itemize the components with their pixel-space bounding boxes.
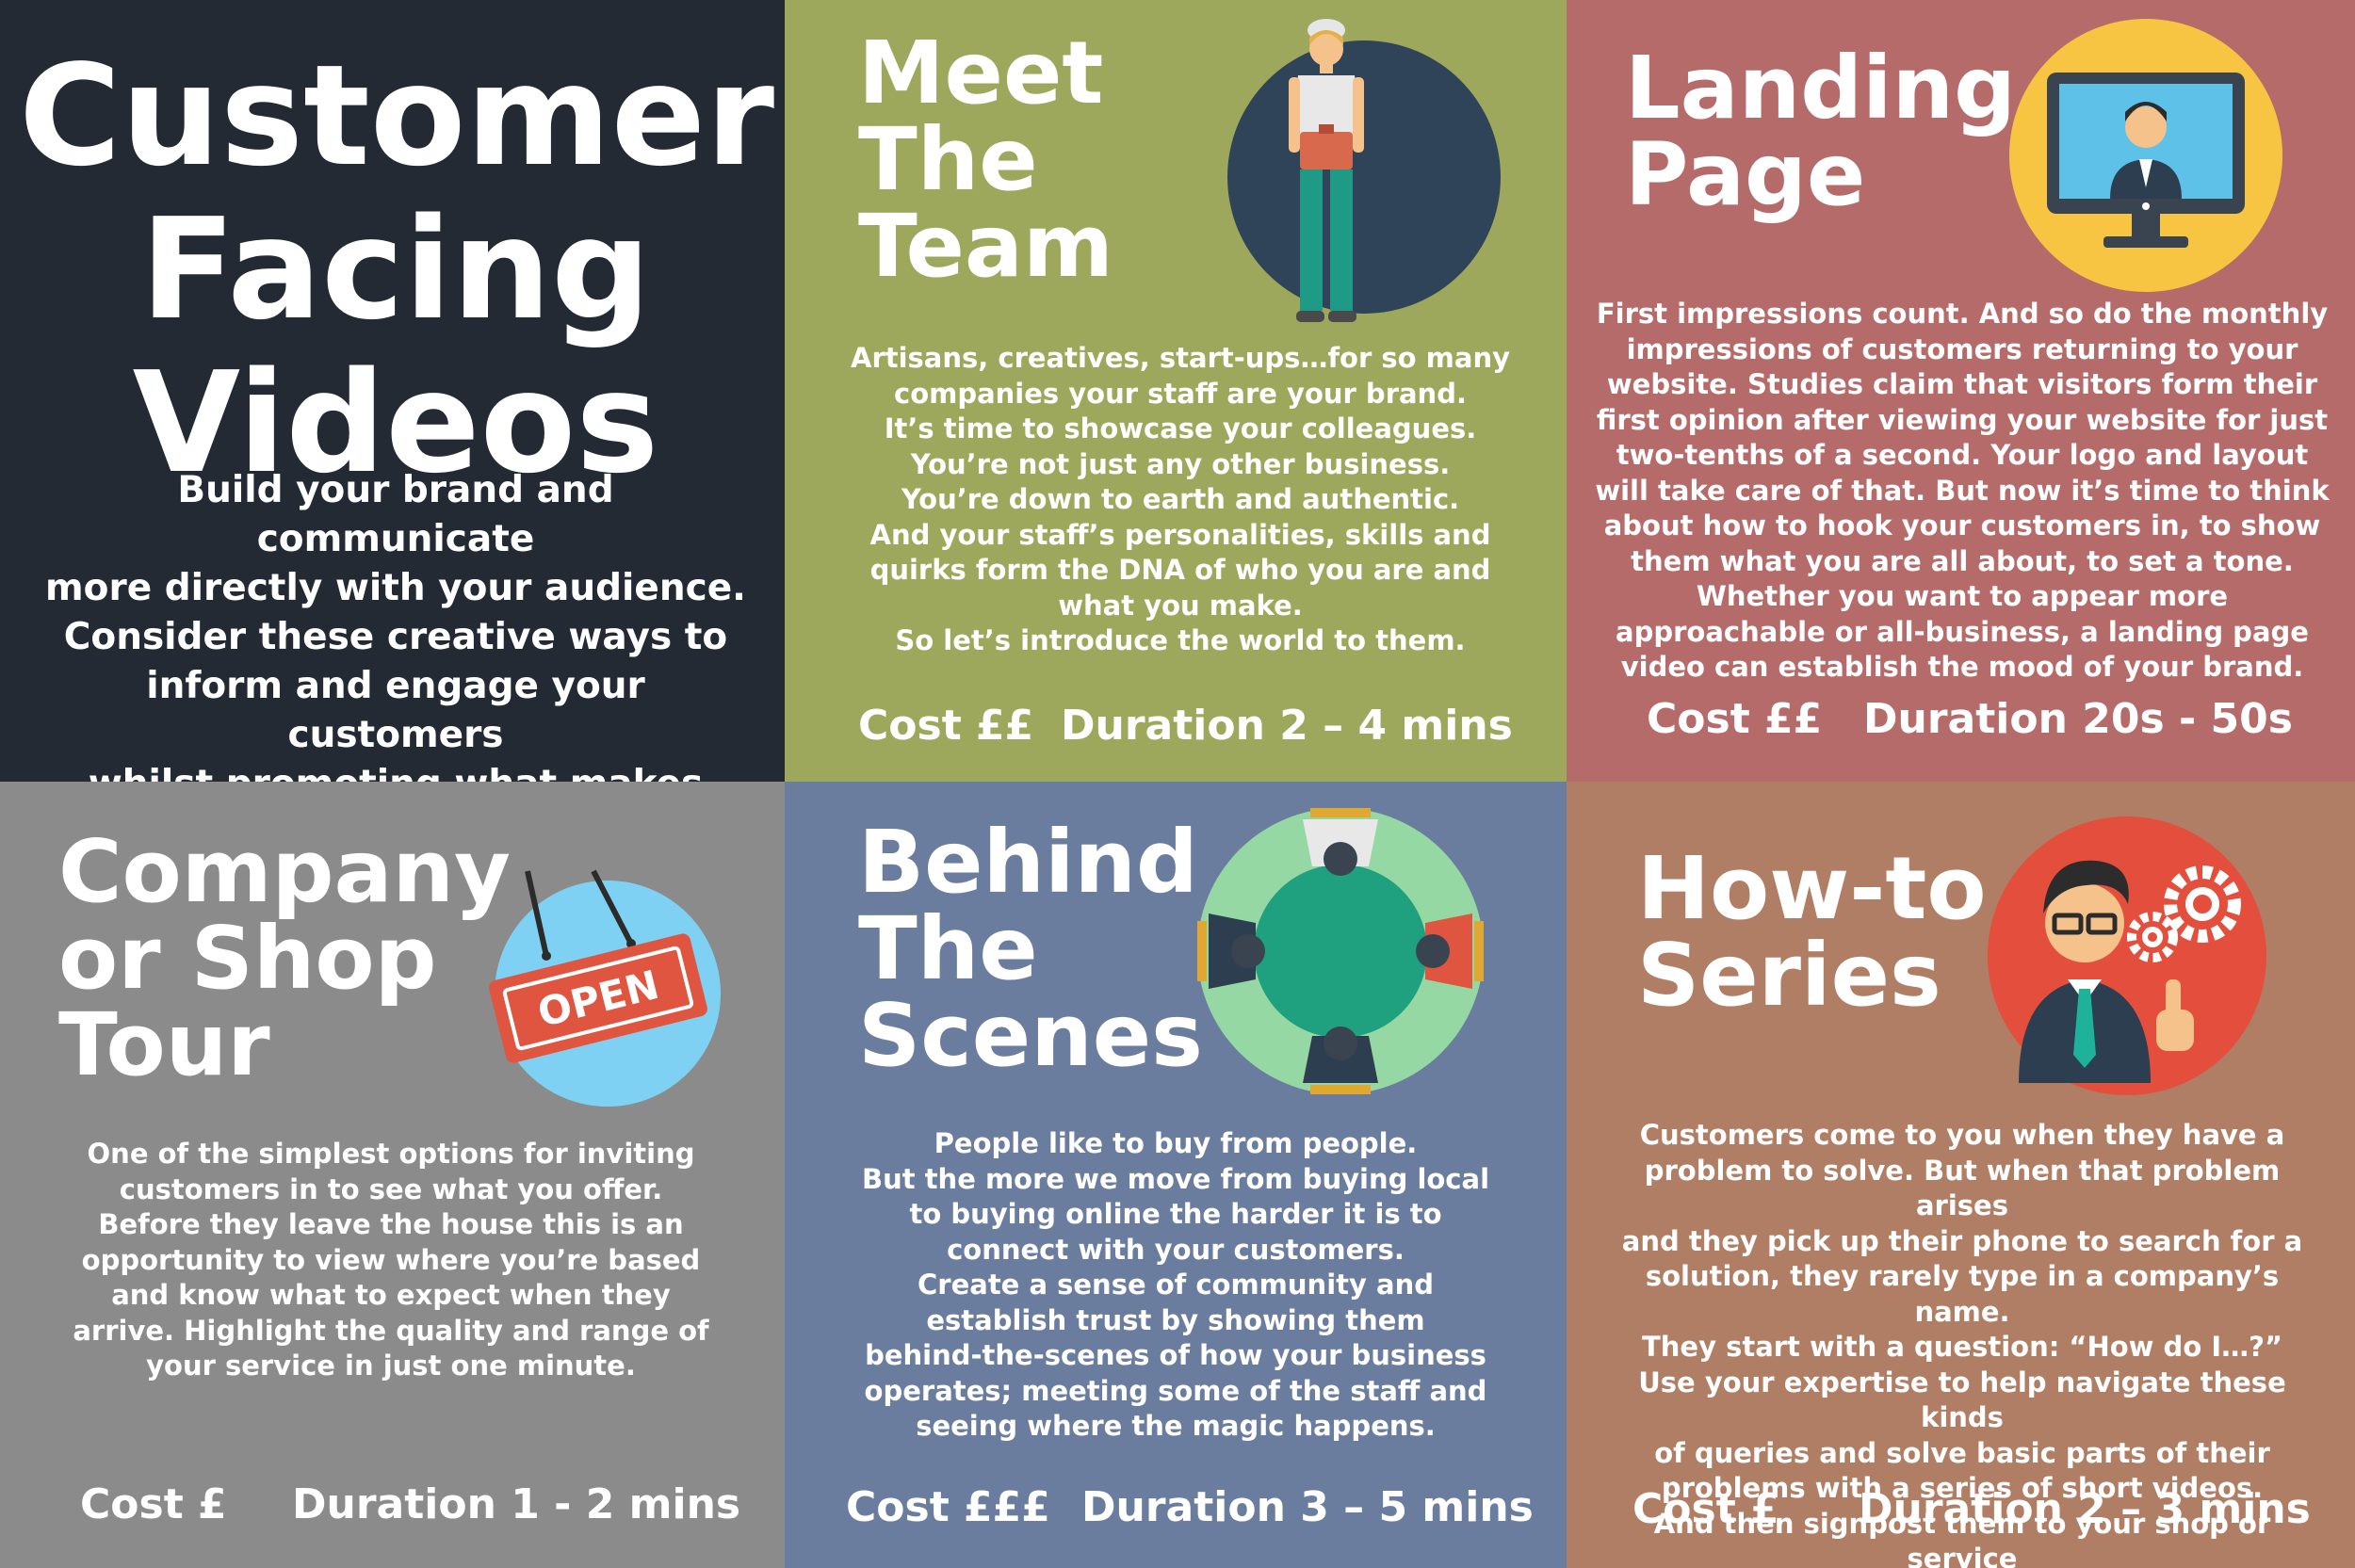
- landing-panel: Landing Page First impressions count. An…: [1567, 0, 2355, 782]
- open-sign-icon: OPEN: [489, 869, 721, 1107]
- landing-cost: Cost ££: [1647, 695, 1823, 743]
- team-description: Artisans, creatives, start-ups…for so ma…: [851, 342, 1510, 656]
- scenes-title: Behind The Scenes: [858, 812, 1203, 1086]
- intro-panel: Customer Facing Videos Build your brand …: [0, 0, 785, 782]
- howto-duration: Duration 2 – 3 mins: [1859, 1485, 2311, 1533]
- team-panel: Meet The Team Artisans, creatives, start…: [785, 0, 1567, 782]
- howto-description: Customers come to you when they have a p…: [1621, 1119, 2303, 1568]
- howto-title: How-to Series: [1637, 838, 1987, 1026]
- scenes-duration: Duration 3 – 5 mins: [1081, 1483, 1534, 1531]
- scenes-description: People like to buy from people. But the …: [861, 1127, 1490, 1442]
- intro-title: Customer Facing Videos: [19, 35, 775, 504]
- scenes-panel: Behind The Scenes People like to buy fro…: [785, 782, 1567, 1568]
- intro-description: Build your brand and communicate more di…: [45, 469, 746, 782]
- tour-meta: Cost £ Duration 1 - 2 mins: [80, 1480, 740, 1528]
- team-cost: Cost ££: [858, 702, 1034, 750]
- team-meta: Cost ££ Duration 2 – 4 mins: [858, 702, 1513, 750]
- tour-description: One of the simplest options for inviting…: [73, 1138, 709, 1382]
- tour-panel: Company or Shop Tour OPEN One of the sim…: [0, 782, 785, 1568]
- howto-panel: How-to Series Customers come to you when…: [1567, 782, 2355, 1568]
- howto-meta: Cost £ Duration 2 – 3 mins: [1632, 1485, 2311, 1533]
- meeting-table-icon: [1197, 808, 1484, 1094]
- landing-duration: Duration 20s - 50s: [1863, 695, 2293, 743]
- team-member-icon: [1227, 19, 1501, 322]
- landing-meta: Cost ££ Duration 20s - 50s: [1647, 695, 2293, 743]
- scenes-cost: Cost £££: [846, 1483, 1050, 1531]
- landing-description: First impressions count. And so do the m…: [1595, 298, 2330, 683]
- tour-cost: Cost £: [80, 1480, 227, 1528]
- monitor-video-icon: [2009, 19, 2282, 292]
- expert-gears-icon: [1988, 816, 2266, 1095]
- scenes-meta: Cost £££ Duration 3 – 5 mins: [846, 1483, 1534, 1531]
- team-duration: Duration 2 – 4 mins: [1061, 702, 1513, 750]
- tour-title: Company or Shop Tour: [58, 821, 511, 1095]
- howto-cost: Cost £: [1632, 1485, 1779, 1533]
- landing-title: Landing Page: [1625, 38, 2016, 225]
- tour-duration: Duration 1 - 2 mins: [292, 1480, 741, 1528]
- team-title: Meet The Team: [858, 23, 1113, 297]
